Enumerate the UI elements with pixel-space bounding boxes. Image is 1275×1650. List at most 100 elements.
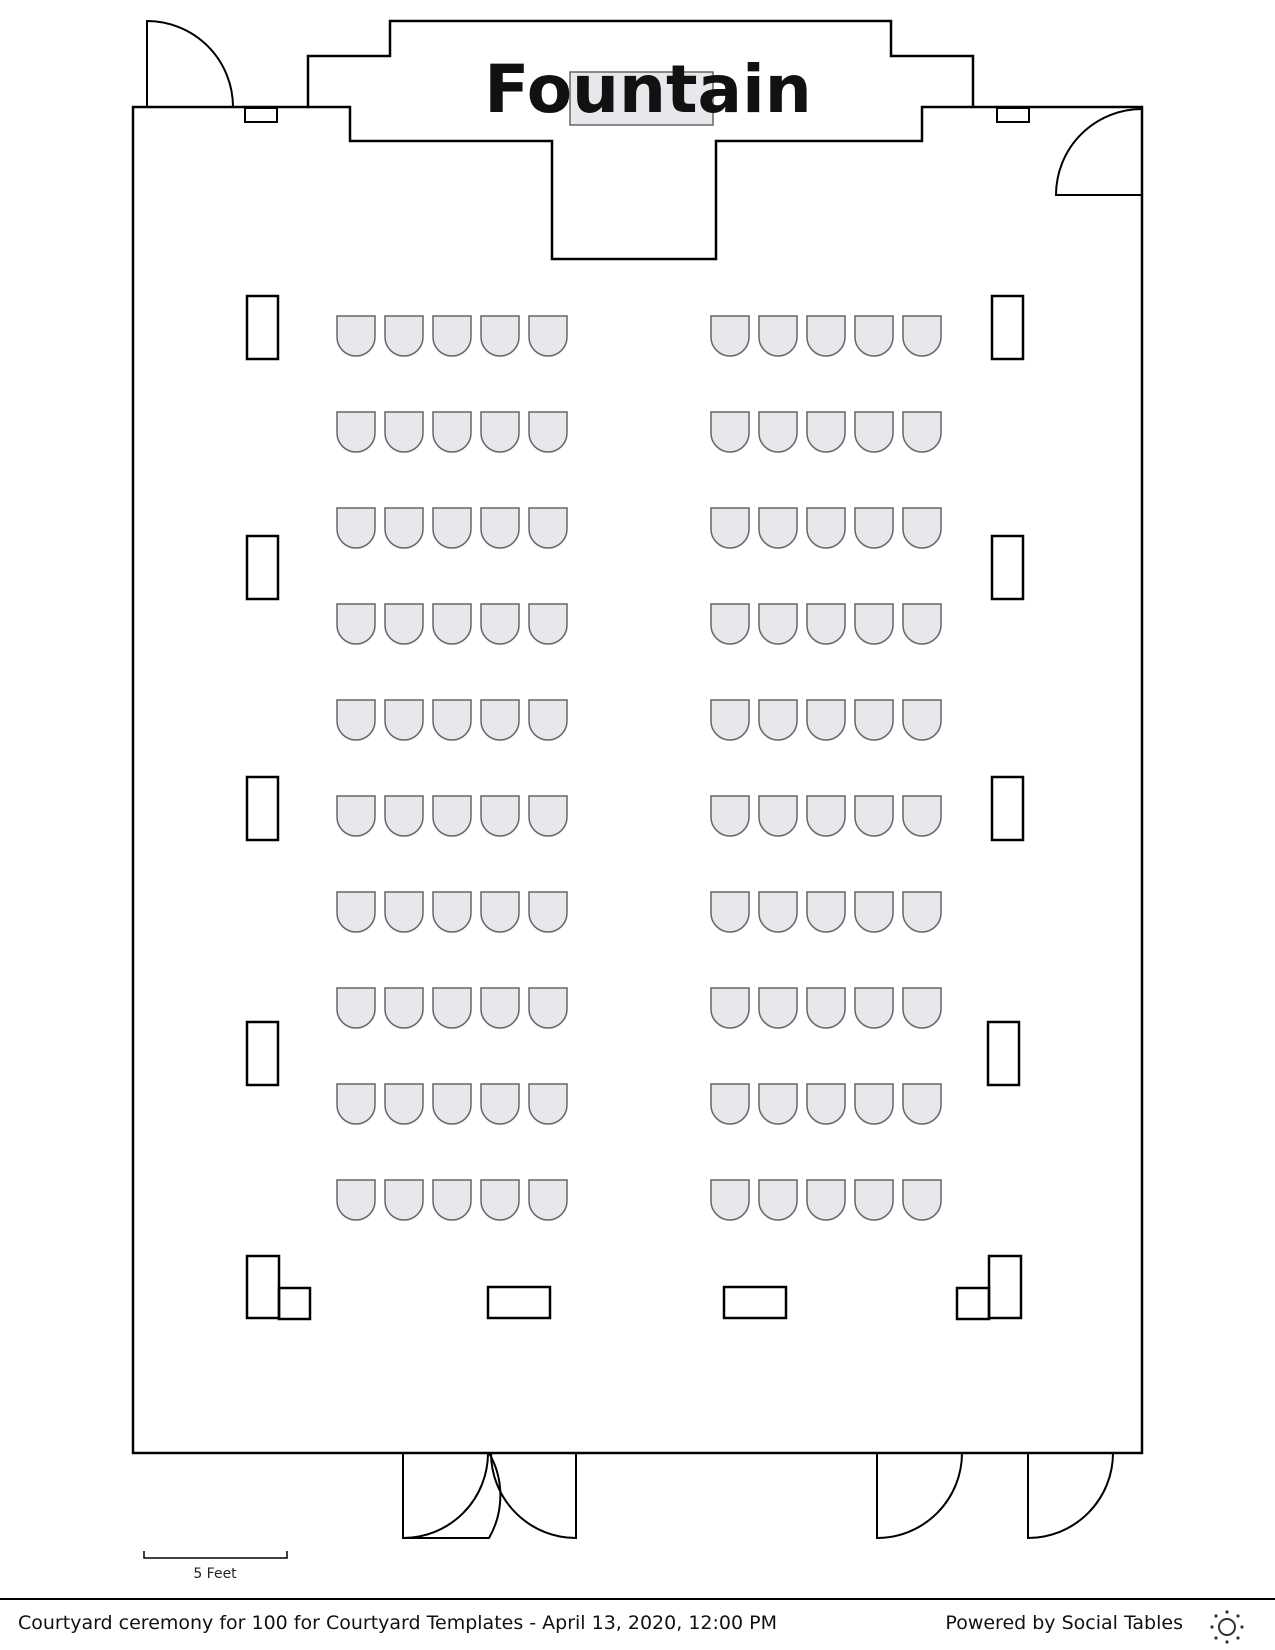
chair-right-r4-c3[interactable] (806, 603, 846, 645)
chair-left-r9-c3[interactable] (432, 1083, 472, 1125)
chair-left-r2-c4[interactable] (480, 411, 520, 453)
chair-right-r10-c5[interactable] (902, 1179, 942, 1221)
chair-left-r3-c4[interactable] (480, 507, 520, 549)
chair-right-r10-c2[interactable] (758, 1179, 798, 1221)
chair-right-r7-c2[interactable] (758, 891, 798, 933)
chair-right-r10-c4[interactable] (854, 1179, 894, 1221)
chair-left-r5-c4[interactable] (480, 699, 520, 741)
chair-right-r2-c1[interactable] (710, 411, 750, 453)
chair-right-r3-c5[interactable] (902, 507, 942, 549)
chair-left-r8-c2[interactable] (384, 987, 424, 1029)
chair-right-r9-c4[interactable] (854, 1083, 894, 1125)
chair-right-r5-c5[interactable] (902, 699, 942, 741)
chair-left-r4-c1[interactable] (336, 603, 376, 645)
chair-left-r7-c1[interactable] (336, 891, 376, 933)
chair-right-r6-c5[interactable] (902, 795, 942, 837)
chair-left-r9-c2[interactable] (384, 1083, 424, 1125)
chair-left-r1-c5[interactable] (528, 315, 568, 357)
chair-right-r7-c5[interactable] (902, 891, 942, 933)
chair-left-r1-c4[interactable] (480, 315, 520, 357)
chair-right-r6-c1[interactable] (710, 795, 750, 837)
chair-right-r3-c2[interactable] (758, 507, 798, 549)
chair-right-r2-c4[interactable] (854, 411, 894, 453)
chair-left-r10-c3[interactable] (432, 1179, 472, 1221)
chair-left-r1-c2[interactable] (384, 315, 424, 357)
chair-right-r9-c3[interactable] (806, 1083, 846, 1125)
chair-left-r10-c4[interactable] (480, 1179, 520, 1221)
chair-left-r4-c5[interactable] (528, 603, 568, 645)
chair-left-r9-c5[interactable] (528, 1083, 568, 1125)
chair-left-r6-c1[interactable] (336, 795, 376, 837)
chair-left-r2-c2[interactable] (384, 411, 424, 453)
chair-right-r6-c4[interactable] (854, 795, 894, 837)
chair-left-r7-c4[interactable] (480, 891, 520, 933)
chair-left-r5-c3[interactable] (432, 699, 472, 741)
chair-left-r4-c3[interactable] (432, 603, 472, 645)
chair-left-r9-c1[interactable] (336, 1083, 376, 1125)
chair-left-r4-c2[interactable] (384, 603, 424, 645)
chair-right-r1-c2[interactable] (758, 315, 798, 357)
chair-right-r10-c3[interactable] (806, 1179, 846, 1221)
chair-right-r4-c4[interactable] (854, 603, 894, 645)
chair-left-r6-c2[interactable] (384, 795, 424, 837)
chair-right-r8-c4[interactable] (854, 987, 894, 1029)
chair-right-r6-c2[interactable] (758, 795, 798, 837)
chair-right-r3-c1[interactable] (710, 507, 750, 549)
chair-left-r10-c1[interactable] (336, 1179, 376, 1221)
chair-right-r3-c4[interactable] (854, 507, 894, 549)
chair-right-r8-c2[interactable] (758, 987, 798, 1029)
chair-left-r4-c4[interactable] (480, 603, 520, 645)
chair-right-r1-c5[interactable] (902, 315, 942, 357)
chair-right-r4-c5[interactable] (902, 603, 942, 645)
chair-left-r2-c3[interactable] (432, 411, 472, 453)
chair-left-r2-c5[interactable] (528, 411, 568, 453)
chair-left-r8-c5[interactable] (528, 987, 568, 1029)
chair-left-r6-c5[interactable] (528, 795, 568, 837)
chair-left-r10-c5[interactable] (528, 1179, 568, 1221)
chair-right-r5-c2[interactable] (758, 699, 798, 741)
chair-left-r9-c4[interactable] (480, 1083, 520, 1125)
chair-left-r8-c1[interactable] (336, 987, 376, 1029)
chair-left-r5-c5[interactable] (528, 699, 568, 741)
chair-right-r1-c3[interactable] (806, 315, 846, 357)
chair-left-r5-c2[interactable] (384, 699, 424, 741)
chair-right-r9-c5[interactable] (902, 1083, 942, 1125)
chair-left-r7-c3[interactable] (432, 891, 472, 933)
chair-right-r4-c1[interactable] (710, 603, 750, 645)
chair-right-r7-c4[interactable] (854, 891, 894, 933)
chair-right-r2-c3[interactable] (806, 411, 846, 453)
chair-right-r7-c3[interactable] (806, 891, 846, 933)
chair-right-r5-c4[interactable] (854, 699, 894, 741)
chair-right-r4-c2[interactable] (758, 603, 798, 645)
chair-right-r8-c5[interactable] (902, 987, 942, 1029)
chair-left-r7-c2[interactable] (384, 891, 424, 933)
chair-right-r5-c3[interactable] (806, 699, 846, 741)
chair-left-r3-c5[interactable] (528, 507, 568, 549)
chair-right-r6-c3[interactable] (806, 795, 846, 837)
chair-right-r8-c3[interactable] (806, 987, 846, 1029)
chair-right-r2-c2[interactable] (758, 411, 798, 453)
chair-right-r8-c1[interactable] (710, 987, 750, 1029)
chair-right-r1-c1[interactable] (710, 315, 750, 357)
chair-left-r8-c4[interactable] (480, 987, 520, 1029)
chair-right-r7-c1[interactable] (710, 891, 750, 933)
chair-left-r3-c2[interactable] (384, 507, 424, 549)
chair-left-r2-c1[interactable] (336, 411, 376, 453)
powered-by-label[interactable]: Powered by Social Tables (945, 1612, 1183, 1634)
chair-right-r3-c3[interactable] (806, 507, 846, 549)
chair-right-r2-c5[interactable] (902, 411, 942, 453)
chair-left-r1-c1[interactable] (336, 315, 376, 357)
chair-right-r1-c4[interactable] (854, 315, 894, 357)
chair-left-r3-c3[interactable] (432, 507, 472, 549)
chair-left-r7-c5[interactable] (528, 891, 568, 933)
chair-left-r3-c1[interactable] (336, 507, 376, 549)
chair-left-r10-c2[interactable] (384, 1179, 424, 1221)
chair-left-r1-c3[interactable] (432, 315, 472, 357)
chair-left-r8-c3[interactable] (432, 987, 472, 1029)
chair-right-r10-c1[interactable] (710, 1179, 750, 1221)
chair-left-r6-c3[interactable] (432, 795, 472, 837)
chair-left-r6-c4[interactable] (480, 795, 520, 837)
chair-right-r5-c1[interactable] (710, 699, 750, 741)
social-tables-logo-icon[interactable] (1207, 1606, 1247, 1646)
chair-right-r9-c2[interactable] (758, 1083, 798, 1125)
